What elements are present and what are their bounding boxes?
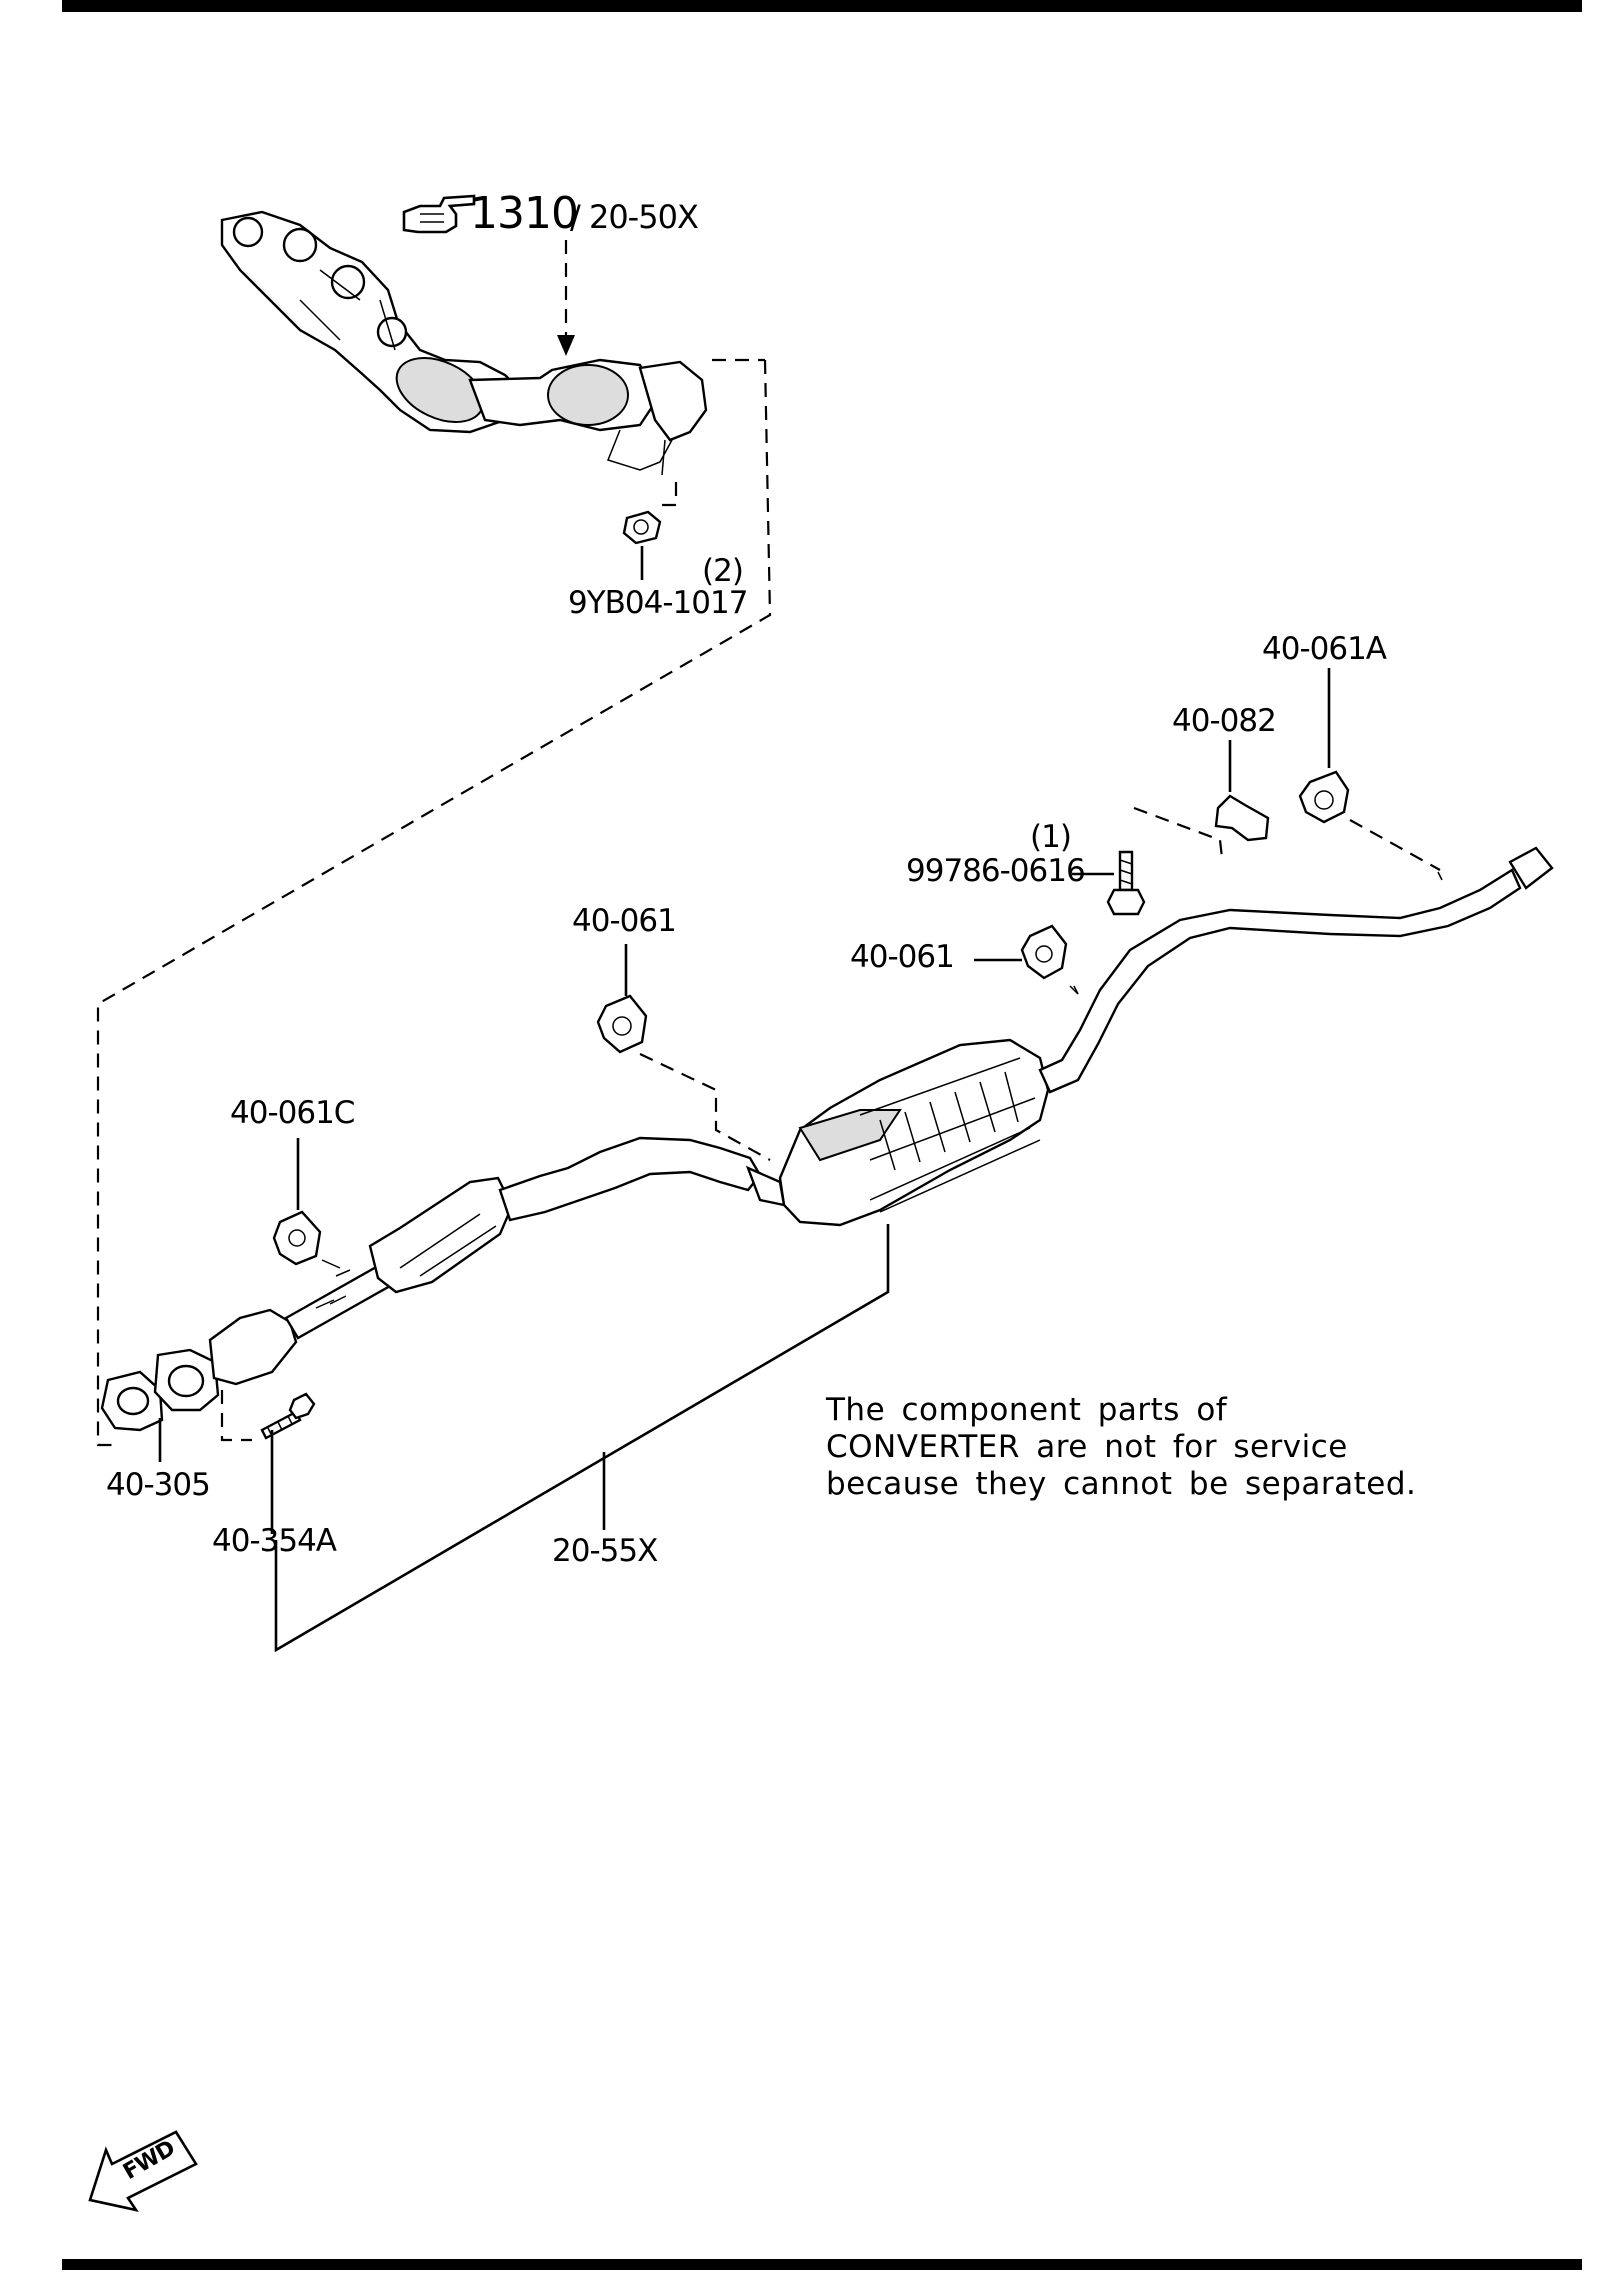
bolt-qty-label: (1) xyxy=(1030,819,1072,855)
service-note-line-1: The component parts of xyxy=(826,1392,1228,1428)
hanger-061A xyxy=(1298,668,1441,871)
bottom-rule xyxy=(62,2259,1582,2270)
hanger-061C-label[interactable]: 40-061C xyxy=(230,1095,355,1131)
pipe-55X-label[interactable]: 20-55X xyxy=(552,1533,658,1569)
hanger-061-upper-label[interactable]: 40-061 xyxy=(572,903,677,939)
bolt-part-label[interactable]: 99786-0616 xyxy=(906,853,1086,889)
flange-bolt-354A xyxy=(220,1390,316,1534)
nut-part xyxy=(622,480,678,580)
fwd-arrow-icon xyxy=(88,2130,198,2212)
ref-part-label[interactable]: / 20-50X xyxy=(570,198,699,236)
service-note: The component parts of CONVERTER are not… xyxy=(826,1392,1416,1503)
nut-part-label[interactable]: 9YB04-1017 xyxy=(568,585,748,621)
front-pipe-drawing xyxy=(100,1136,762,1432)
pointing-hand-icon xyxy=(402,194,476,234)
service-note-line-3: because they cannot be separated. xyxy=(826,1466,1417,1502)
gasket-305-label[interactable]: 40-305 xyxy=(106,1467,211,1503)
service-note-line-2: CONVERTER are not for service xyxy=(826,1429,1348,1465)
hanger-061-upper xyxy=(596,944,771,1161)
hanger-061A-label[interactable]: 40-061A xyxy=(1262,631,1387,667)
assembly-boundary-dash xyxy=(96,359,772,1447)
tail-pipe-drawing xyxy=(1038,846,1554,1094)
bolt-354A-label[interactable]: 40-354A xyxy=(212,1523,337,1559)
hanger-061C xyxy=(272,1138,351,1277)
bracket-082-label[interactable]: 40-082 xyxy=(1172,703,1277,739)
bolt-99786 xyxy=(1072,850,1146,916)
top-rule xyxy=(62,0,1582,12)
bracket-082 xyxy=(1133,740,1270,859)
hanger-061-right-label[interactable]: 40-061 xyxy=(850,939,955,975)
ref-section-label[interactable]: 1310 xyxy=(470,188,579,239)
nut-qty-label: (2) xyxy=(702,553,744,589)
main-muffler-drawing xyxy=(745,1038,1050,1227)
ref-arrowhead xyxy=(557,335,575,356)
hanger-061-right xyxy=(974,924,1079,995)
exhaust-manifold-drawing xyxy=(220,210,708,476)
pipe-55x-leader xyxy=(274,1224,890,1653)
